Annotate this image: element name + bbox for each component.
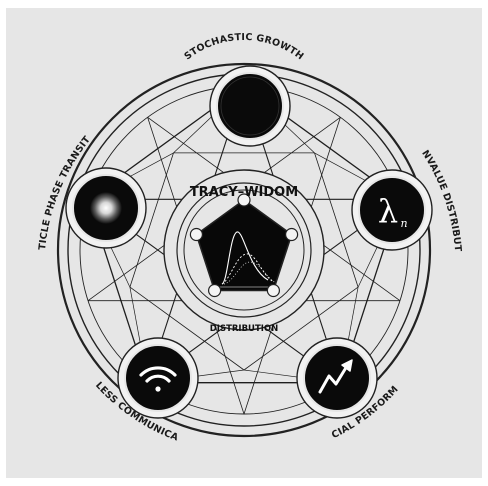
center-subtitle: DISTRIBUTION (210, 324, 279, 334)
pentagon-vertex-dot (267, 285, 279, 297)
node-eigenvalue-distribution[interactable]: λ n (359, 177, 425, 243)
pentagon-vertex-dot (286, 229, 298, 241)
center-title: TRACY–WIDOM (190, 185, 298, 200)
lambda-n-icon: λ (378, 192, 398, 230)
node-stochastic-growth[interactable] (217, 73, 283, 139)
node-financial-performance[interactable] (304, 345, 370, 411)
lambda-subscript: n (400, 217, 407, 230)
blank-disc-icon (221, 77, 279, 135)
node-wireless-communication[interactable] (125, 345, 191, 411)
pentagon-vertex-dot (209, 285, 221, 297)
glowing-particle-icon (90, 192, 122, 224)
pentagon-vertex-dot (190, 229, 202, 241)
node-particle-phase-transition[interactable] (73, 175, 139, 241)
